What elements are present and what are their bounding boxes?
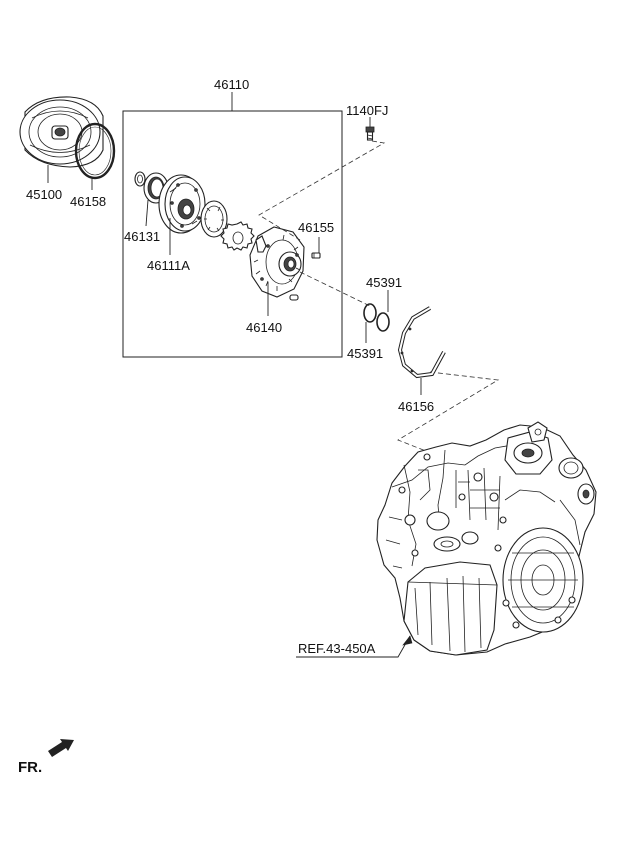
pump-cover-46111A	[158, 174, 206, 234]
plug-46155	[311, 252, 321, 259]
transaxle-assembly	[376, 421, 597, 656]
ref-callout	[296, 635, 413, 658]
label-1140FJ: 1140FJ	[346, 103, 388, 118]
label-45100: 45100	[26, 187, 62, 202]
bolt-1140FJ	[365, 126, 375, 141]
label-45391-bottom: 45391	[347, 346, 383, 361]
seal-rings-45391	[363, 303, 390, 332]
label-46111A: 46111A	[147, 258, 190, 273]
label-46155: 46155	[298, 220, 334, 235]
label-46140: 46140	[246, 320, 282, 335]
assembly-box-46110	[122, 110, 343, 358]
alignment-line-bolt	[258, 140, 386, 241]
label-45391-top: 45391	[366, 275, 402, 290]
pump-body-46140	[249, 226, 305, 298]
inner-gear	[220, 221, 255, 251]
alignment-line-gasket	[397, 371, 500, 456]
o-ring-46158	[74, 122, 116, 180]
torque-converter-45100	[19, 96, 104, 168]
label-46110: 46110	[214, 77, 249, 92]
label-46131: 46131	[124, 229, 160, 244]
label-fr: FR.	[18, 759, 42, 776]
front-direction-arrow-icon	[48, 739, 74, 757]
label-46156: 46156	[398, 399, 434, 414]
outer-gear	[200, 200, 228, 238]
gasket-46156	[397, 306, 446, 379]
label-46158: 46158	[70, 194, 106, 209]
label-ref: REF.43-450A	[298, 641, 376, 656]
leader-46131	[145, 199, 149, 227]
alignment-line-seal-rings	[299, 271, 371, 307]
dowel-pin	[289, 294, 299, 301]
